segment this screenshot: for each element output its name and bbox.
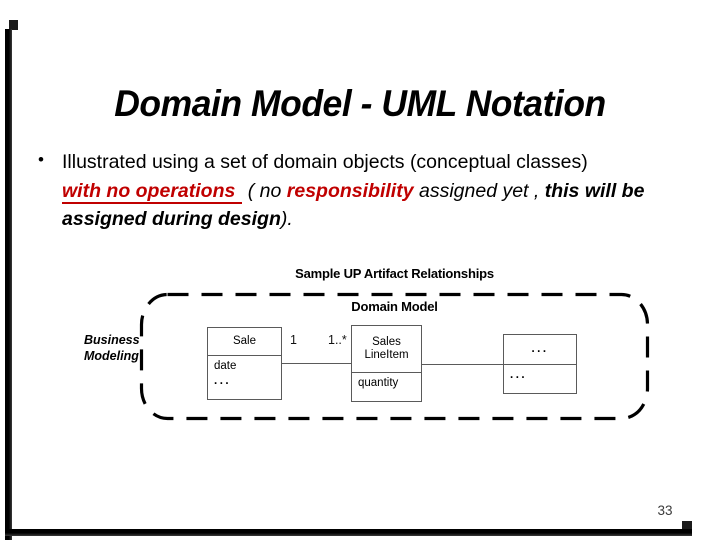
class-attrs-ellipsis: ...	[510, 369, 528, 381]
class-box-sales-lineitem: Sales LineItem quantity	[351, 325, 422, 402]
class-name-ellipsis: ...	[504, 335, 576, 365]
domain-model-label: Domain Model	[351, 299, 438, 314]
business-modeling-label: Business Modeling	[84, 333, 140, 363]
bullet-text: Illustrated using a set of domain object…	[62, 148, 684, 234]
class-box-sale: Sale date ...	[207, 327, 282, 400]
multiplicity-one: 1	[290, 333, 297, 347]
shadow-frame-left-bar	[5, 29, 12, 540]
multiplicity-one-to-many: 1..*	[328, 333, 347, 347]
association-line-sale-lineitem	[281, 363, 352, 364]
class-name-sale: Sale	[208, 328, 281, 356]
shadow-frame-bottom-bar	[5, 529, 692, 536]
phrase-responsibility: responsibility	[286, 179, 414, 202]
shadow-frame-top-notch	[9, 20, 18, 30]
class-attrs-sale: date ...	[214, 360, 237, 387]
bullet-line-1: Illustrated using a set of domain object…	[62, 151, 588, 173]
class-box-ellipsis: ... ...	[503, 334, 577, 394]
class-name-sales-lineitem: Sales LineItem	[352, 326, 421, 373]
diagram-caption: Sample UP Artifact Relationships	[295, 266, 494, 281]
bullet-line-2: with no operations ( no responsibility a…	[62, 179, 645, 204]
bullet-line-3: assigned during design).	[62, 208, 293, 230]
bullet-marker: •	[38, 150, 44, 169]
shadow-frame-right-step	[682, 521, 692, 529]
page-number: 33	[657, 503, 673, 518]
association-line-lineitem-ellipsis	[421, 364, 504, 365]
bullet-item: • Illustrated using a set of domain obje…	[36, 148, 684, 234]
phrase-with-no-operations: with no operations	[62, 179, 243, 204]
slide-title: Domain Model - UML Notation	[114, 83, 606, 124]
class-attrs-sales-lineitem: quantity	[358, 377, 399, 389]
domain-model-boundary	[139, 292, 650, 421]
